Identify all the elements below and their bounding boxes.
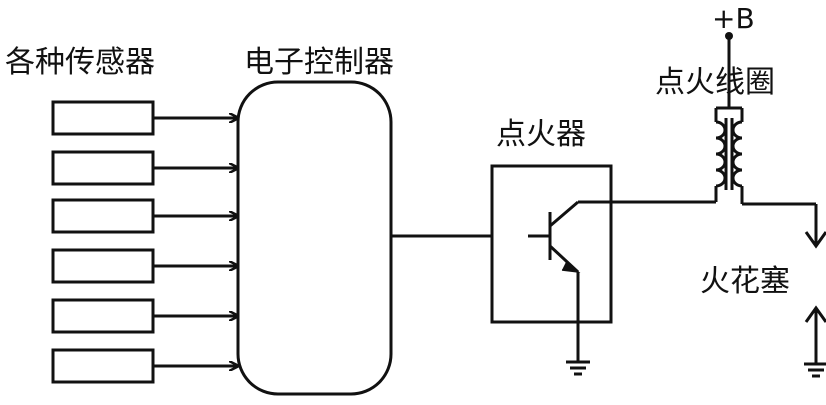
sensor-box-1 [51, 100, 155, 136]
coil-primary-winding [715, 120, 727, 188]
sensor-box-5 [51, 298, 155, 334]
controller-box [236, 80, 393, 396]
transistor-collector [549, 200, 579, 228]
sensor-group [51, 100, 238, 384]
ignition-coil-symbol [714, 106, 744, 204]
sensor-box-3 [51, 198, 155, 234]
igniter-ground-icon [566, 360, 590, 376]
sensor-box-6 [51, 348, 155, 384]
coil-secondary-winding [731, 120, 743, 188]
sensor-box-2 [51, 150, 155, 186]
sensor-box-4 [51, 248, 155, 284]
transistor-symbol [528, 200, 581, 274]
spark-plug-ground-icon [804, 362, 826, 378]
spark-plug-label: 火花塞 [700, 264, 790, 299]
spark-plug-top-arrow [804, 231, 826, 249]
sensors-label: 各种传感器 [5, 45, 155, 80]
coil-label: 点火线圈 [655, 65, 775, 100]
supply-label: +B [712, 2, 755, 35]
igniter-label: 点火器 [496, 117, 586, 152]
controller-label: 电子控制器 [244, 45, 394, 80]
